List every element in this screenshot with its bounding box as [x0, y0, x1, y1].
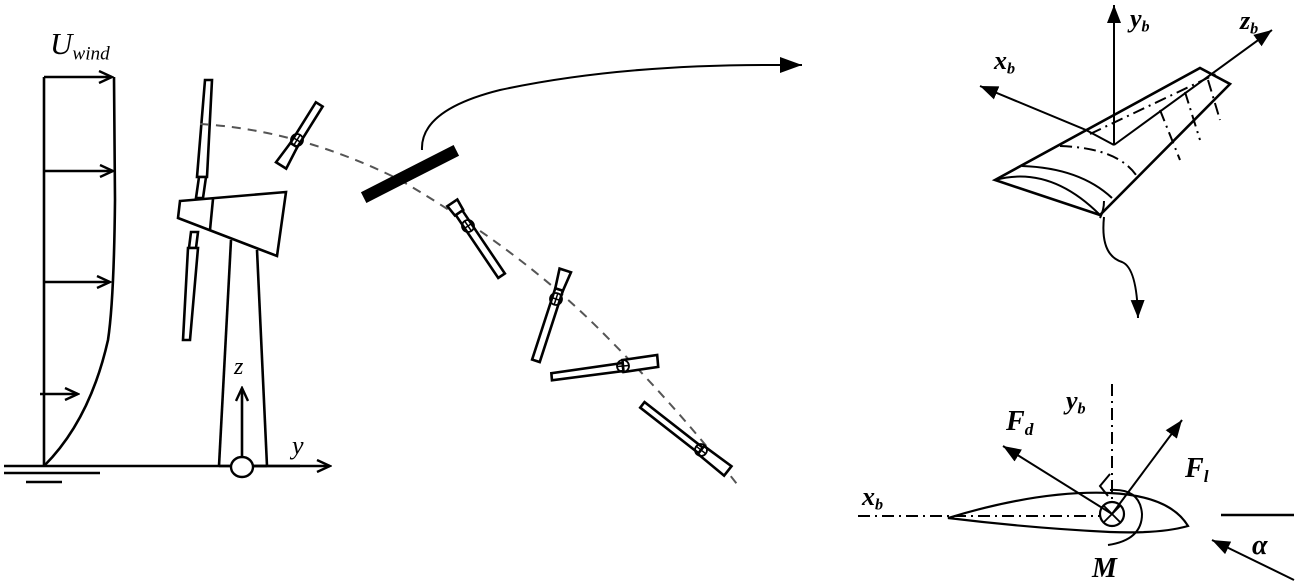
blade-element-3d [979, 5, 1273, 319]
xb-subscript: b [1007, 60, 1016, 78]
yb-symbol: y [1130, 4, 1142, 33]
y-axis-symbol: y [292, 431, 304, 460]
z-axis-symbol: z [234, 354, 244, 380]
z-axis-label: z [234, 355, 243, 379]
zoom-arrow [420, 57, 802, 151]
lift-force-symbol: F [1185, 453, 1204, 484]
xb-symbol: x [994, 46, 1007, 75]
xb-frame-label: xb [994, 48, 1015, 78]
lift-force-subscript: l [1203, 466, 1209, 486]
drag-force-symbol: F [1006, 406, 1025, 437]
wind-profile [4, 77, 300, 484]
moment-symbol: M [1092, 553, 1117, 584]
angle-of-attack-symbol: α [1252, 530, 1268, 561]
wind-speed-label: Uwind [50, 28, 110, 64]
zb-symbol: z [1240, 6, 1251, 35]
airfoil-section [858, 384, 1295, 581]
wind-speed-subscript: wind [72, 43, 110, 65]
blade-positions [274, 100, 734, 478]
drag-force-subscript: d [1024, 419, 1034, 439]
angle-of-attack-label: α [1252, 532, 1268, 560]
lift-force-label: Fl [1185, 453, 1209, 486]
ground-axes [229, 388, 330, 479]
xb-section-symbol: x [862, 482, 875, 511]
blade-trajectory [199, 123, 741, 489]
wind-turbine [176, 78, 288, 468]
yb-section-symbol: y [1066, 386, 1078, 415]
yb-subscript: b [1141, 18, 1150, 36]
wind-speed-symbol: U [50, 26, 73, 61]
moment-label: M [1092, 555, 1117, 583]
y-axis-label: y [292, 433, 304, 459]
drag-force-label: Fd [1006, 406, 1034, 439]
xb-section-subscript: b [875, 496, 884, 514]
zb-subscript: b [1250, 20, 1259, 38]
xb-section-label: xb [862, 484, 883, 514]
yb-frame-label: yb [1130, 6, 1150, 36]
zb-frame-label: zb [1240, 8, 1258, 38]
yb-section-subscript: b [1077, 400, 1086, 418]
yb-section-label: yb [1066, 388, 1086, 418]
